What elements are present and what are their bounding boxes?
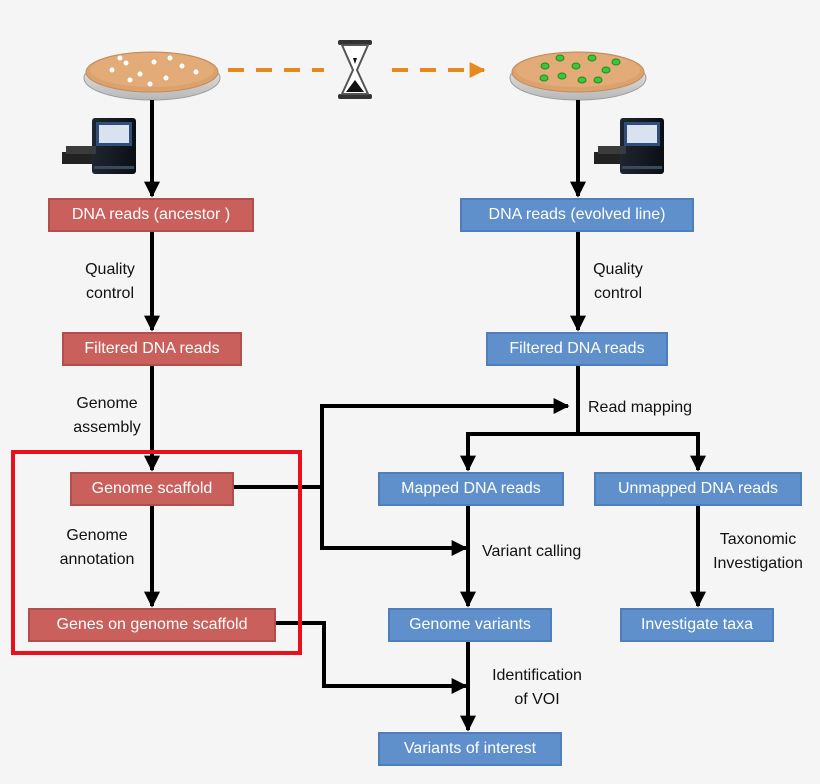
qc-left-label: Quality control [70,258,150,306]
filtered-reads-right-box: Filtered DNA reads [486,332,668,366]
qc-right-line2: control [593,285,643,302]
hourglass-icon [338,40,372,99]
genome-scaffold-box: Genome scaffold [70,472,234,506]
voi-line1: Identification [492,667,582,684]
variant-calling-label: Variant calling [482,543,582,560]
taxonomic-label: Taxonomic Investigation [702,528,814,576]
petri-dish-icon [83,51,221,101]
variants-of-interest-box: Variants of interest [378,732,562,766]
connectors [144,100,706,732]
qc-left-line2: control [85,285,135,302]
annotation-label: Genome annotation [44,524,150,572]
taxonomic-line2: Investigation [713,555,803,572]
colony-dots [109,55,199,87]
assembly-line1: Genome [76,395,138,412]
genome-variants-box: Genome variants [388,608,552,642]
assembly-line2: assembly [73,419,141,436]
genes-on-scaffold-box: Genes on genome scaffold [28,608,276,642]
filtered-reads-left-box: Filtered DNA reads [62,332,242,366]
highlight-frame [11,450,302,655]
assembly-label: Genome assembly [62,392,152,440]
voi-label: Identification of VOI [474,664,600,712]
colony-dots [539,54,621,84]
qc-right-label: Quality control [578,258,658,306]
annotation-line2: annotation [59,551,135,568]
taxonomic-line1: Taxonomic [719,531,797,548]
annotation-line1: Genome [66,527,128,544]
dna-reads-ancestor-box: DNA reads (ancestor ) [48,198,254,232]
qc-left-line1: Quality [85,261,135,278]
mapped-reads-box: Mapped DNA reads [378,472,564,506]
petri-dish-icon [509,51,647,101]
qc-right-line1: Quality [593,261,643,278]
dna-reads-evolved-box: DNA reads (evolved line) [460,198,694,232]
unmapped-reads-box: Unmapped DNA reads [594,472,802,506]
voi-line2: of VOI [514,691,560,708]
sequencer-icon [594,118,664,174]
investigate-taxa-box: Investigate taxa [620,608,774,642]
read-mapping-label: Read mapping [588,399,693,416]
sequencer-icon [62,118,136,174]
